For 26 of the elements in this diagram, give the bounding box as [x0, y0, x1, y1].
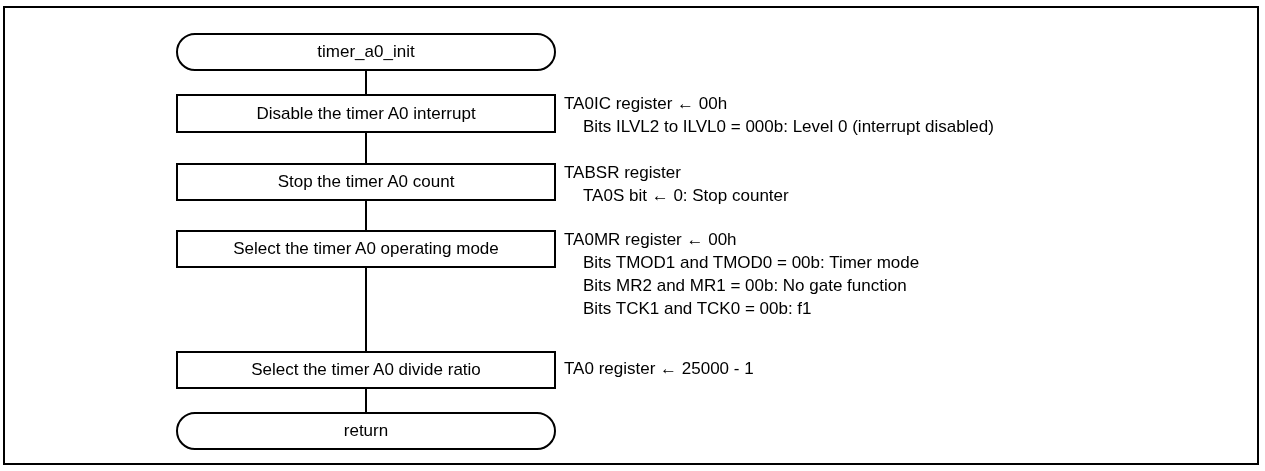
connector-line	[365, 267, 367, 352]
step-text: Select the timer A0 divide ratio	[251, 360, 481, 380]
connector-line	[365, 70, 367, 95]
register-note: Bits MR2 and MR1 = 00b: No gate function	[582, 275, 908, 297]
process-box	[176, 94, 556, 133]
register-note: TA0 register ← 25000 - 1	[564, 358, 754, 380]
register-note: TA0MR register ← 00h	[564, 229, 738, 251]
connector-line	[365, 388, 367, 413]
register-note: Bits TCK1 and TCK0 = 00b: f1	[582, 298, 813, 320]
step-text: Stop the timer A0 count	[277, 172, 455, 192]
connector-line	[365, 200, 367, 231]
register-note: TABSR register	[564, 162, 682, 184]
step-text: timer_a0_init	[317, 42, 415, 62]
step-text: Disable the timer A0 interrupt	[256, 103, 476, 124]
register-note: Bits TMOD1 and TMOD0 = 00b: Timer mode	[582, 252, 920, 274]
register-note: TA0IC register ← 00h	[564, 93, 729, 115]
process-box	[176, 163, 556, 201]
process-box	[176, 351, 556, 389]
terminal-shape	[176, 412, 556, 450]
process-box	[176, 230, 556, 268]
step-text: Select the timer A0 operating mode	[233, 239, 499, 259]
step-text: return	[343, 421, 389, 441]
connector-line	[365, 132, 367, 164]
register-note: TA0S bit ← 0: Stop counter	[582, 185, 789, 207]
terminal-shape	[176, 33, 556, 71]
register-note: Bits ILVL2 to ILVL0 = 000b: Level 0 (interrupt disabled)	[582, 116, 994, 138]
